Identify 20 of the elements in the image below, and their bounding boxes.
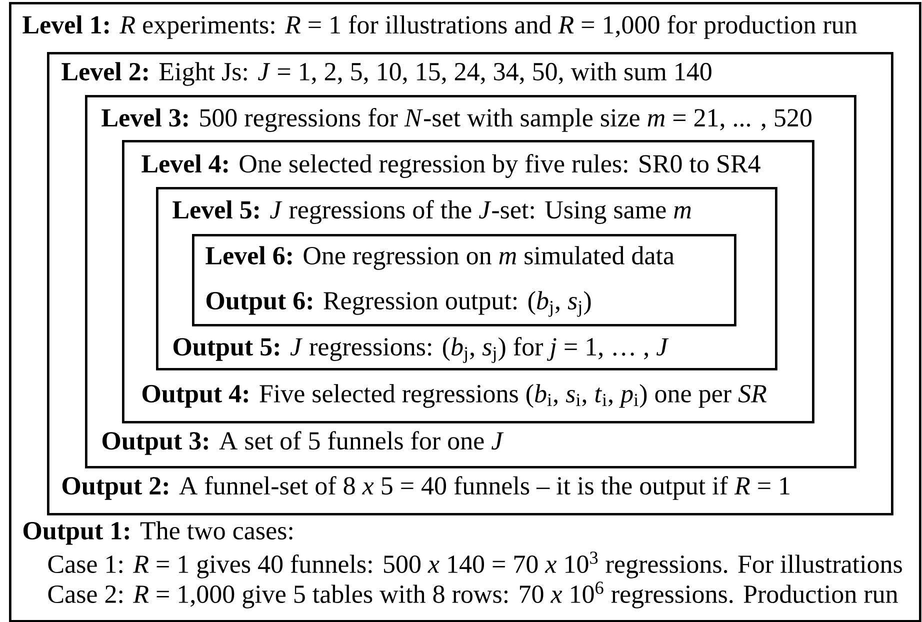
output-text: Output 1: The two cases: bbox=[23, 521, 292, 545]
output-text: Output 4: Five selected regressions (b$_{i}$, s$_{i}$, t$_{i}$, p$_{i}$) one per SR bbox=[142, 384, 766, 408]
level-heading: Level 4: One selected regression by five rules: SR0 to SR4 bbox=[142, 154, 760, 178]
output-text: Output 5: J regressions: (b$_{j}$, s$_{j}$) forj = 1, … , J bbox=[173, 337, 669, 363]
case-line: Case 1: R = 1 gives 40 funnels: 500 x 140 = 70 x 10$^{3}$ regressions. For illustrations bbox=[48, 552, 902, 578]
level-heading: Level 2: Eight Js: J = 1, 2, 5, 10, 15, 24, 34, 50, with sum 140 bbox=[62, 62, 712, 86]
level-heading: Level 3: 500 regressions for N-set with sample size m = 21, ... , 520 bbox=[102, 108, 812, 132]
level-heading: Level 5: J regressions of the J-set: Using same m bbox=[172, 200, 691, 224]
level-box bbox=[85, 95, 856, 468]
case-line: Case 2: R = 1,000 give 5 tables with 8 rows: 70 x 10$^{6}$ regressions. Production run bbox=[48, 582, 898, 608]
output-text: Output 2: A funnel-set of 8 x 5 = 40 funnels – it is the output if R = 1 bbox=[62, 476, 790, 500]
level-box bbox=[47, 52, 894, 516]
level-box bbox=[9, 2, 922, 622]
level-box bbox=[156, 187, 778, 370]
level-box bbox=[192, 234, 736, 326]
level-box bbox=[122, 140, 814, 424]
output-text: Output 6: Regression output: (b$_{j}$, s$_{j}$) bbox=[206, 291, 591, 317]
level-heading: Level 6: One regression on m simulated data bbox=[206, 246, 674, 270]
level-heading: Level 1: R experiments: R = 1 for illustrations and R = 1,000 for production run bbox=[22, 15, 857, 39]
output-text: Output 3: A set of 5 funnels for one J bbox=[102, 431, 504, 455]
